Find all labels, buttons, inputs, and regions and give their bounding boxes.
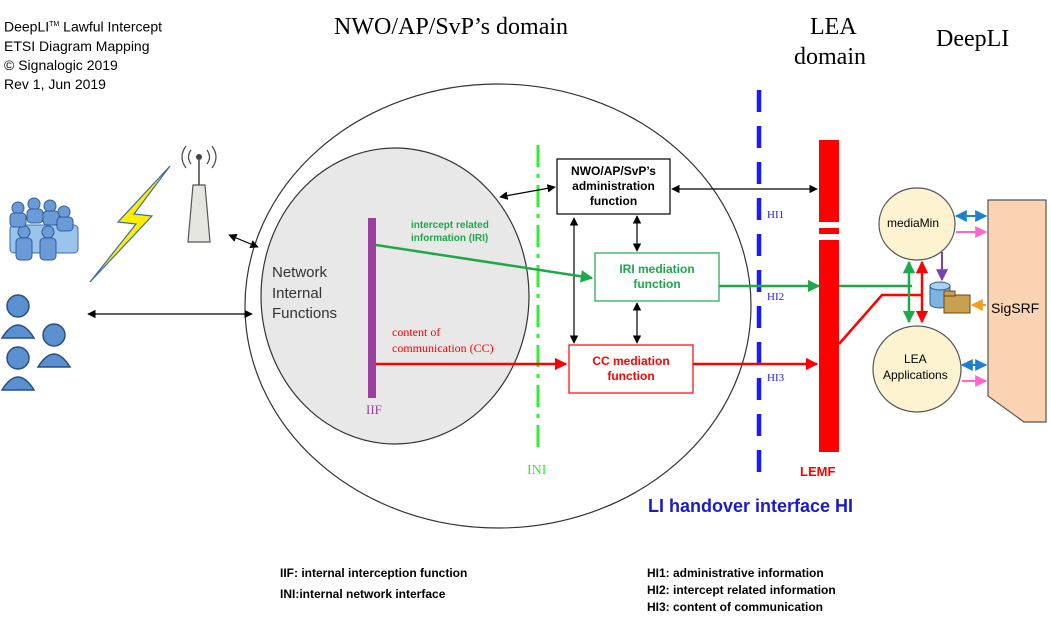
legend-iif: IIF: internal interception function	[280, 566, 468, 580]
lea-applications-label-1: LEA	[904, 352, 927, 366]
iri-label-1: intercept related	[411, 220, 489, 231]
network-label-2: Internal	[272, 285, 323, 302]
deepli-title: DeepLI	[936, 26, 1010, 52]
lea-domain-title-1: LEA	[810, 14, 857, 40]
cc-label-2: communication (CC)	[392, 341, 494, 355]
cc-mediation-box	[568, 344, 694, 394]
header-line-2: ETSI Diagram Mapping	[4, 38, 150, 54]
lemf-label: LEMF	[800, 464, 836, 479]
wireless-lightning-icon	[89, 165, 171, 283]
cell-tower-icon	[181, 145, 217, 243]
sigsrf-label: SigSRF	[991, 300, 1040, 316]
legend-ini: INI:internal network interface	[280, 587, 446, 601]
cc-label-1: content of	[392, 325, 441, 339]
network-label-1: Network	[272, 264, 328, 281]
users-icon	[0, 294, 72, 391]
nwo-domain-title: NWO/AP/SvP’s domain	[334, 14, 569, 40]
folder-icon	[943, 290, 971, 314]
nwo-domain-circle	[244, 83, 752, 529]
network-internal-circle	[260, 147, 530, 445]
hi3-label: HI3	[767, 372, 785, 384]
legend-hi3: HI3: content of communication	[647, 600, 824, 614]
network-label-3: Functions	[272, 305, 338, 322]
header-line-4: Rev 1, Jun 2019	[4, 76, 106, 92]
mediamin-node	[878, 187, 956, 261]
iri-flow-in	[375, 243, 594, 283]
meeting-group-icon	[9, 197, 79, 261]
lea-applications-label-2: Applications	[883, 368, 948, 382]
header-line-1: DeepLITM Lawful Intercept	[4, 18, 162, 35]
lea-domain-title-2: domain	[794, 44, 866, 70]
lemf-bar	[819, 140, 839, 452]
tower-network-arrow	[228, 234, 259, 248]
admin-function-box	[556, 158, 671, 215]
handover-interface-label: LI handover interface HI	[648, 496, 854, 516]
ini-label: INI	[527, 463, 547, 478]
legend-hi2: HI2: intercept related information	[647, 583, 836, 597]
hi2-label: HI2	[767, 291, 785, 303]
mediamin-label: mediaMin	[887, 216, 940, 230]
hi1-label: HI1	[767, 209, 785, 221]
iif-label: IIF	[366, 402, 382, 417]
sigsrf-block	[987, 199, 1047, 423]
iri-mediation-box	[594, 252, 720, 302]
network-admin-arrow	[499, 184, 556, 200]
legend-hi1: HI1: administrative information	[647, 566, 824, 580]
iri-label-2: information (IRI)	[411, 233, 489, 244]
header-line-3: © Signalogic 2019	[4, 57, 118, 73]
iif-bar	[368, 218, 376, 398]
